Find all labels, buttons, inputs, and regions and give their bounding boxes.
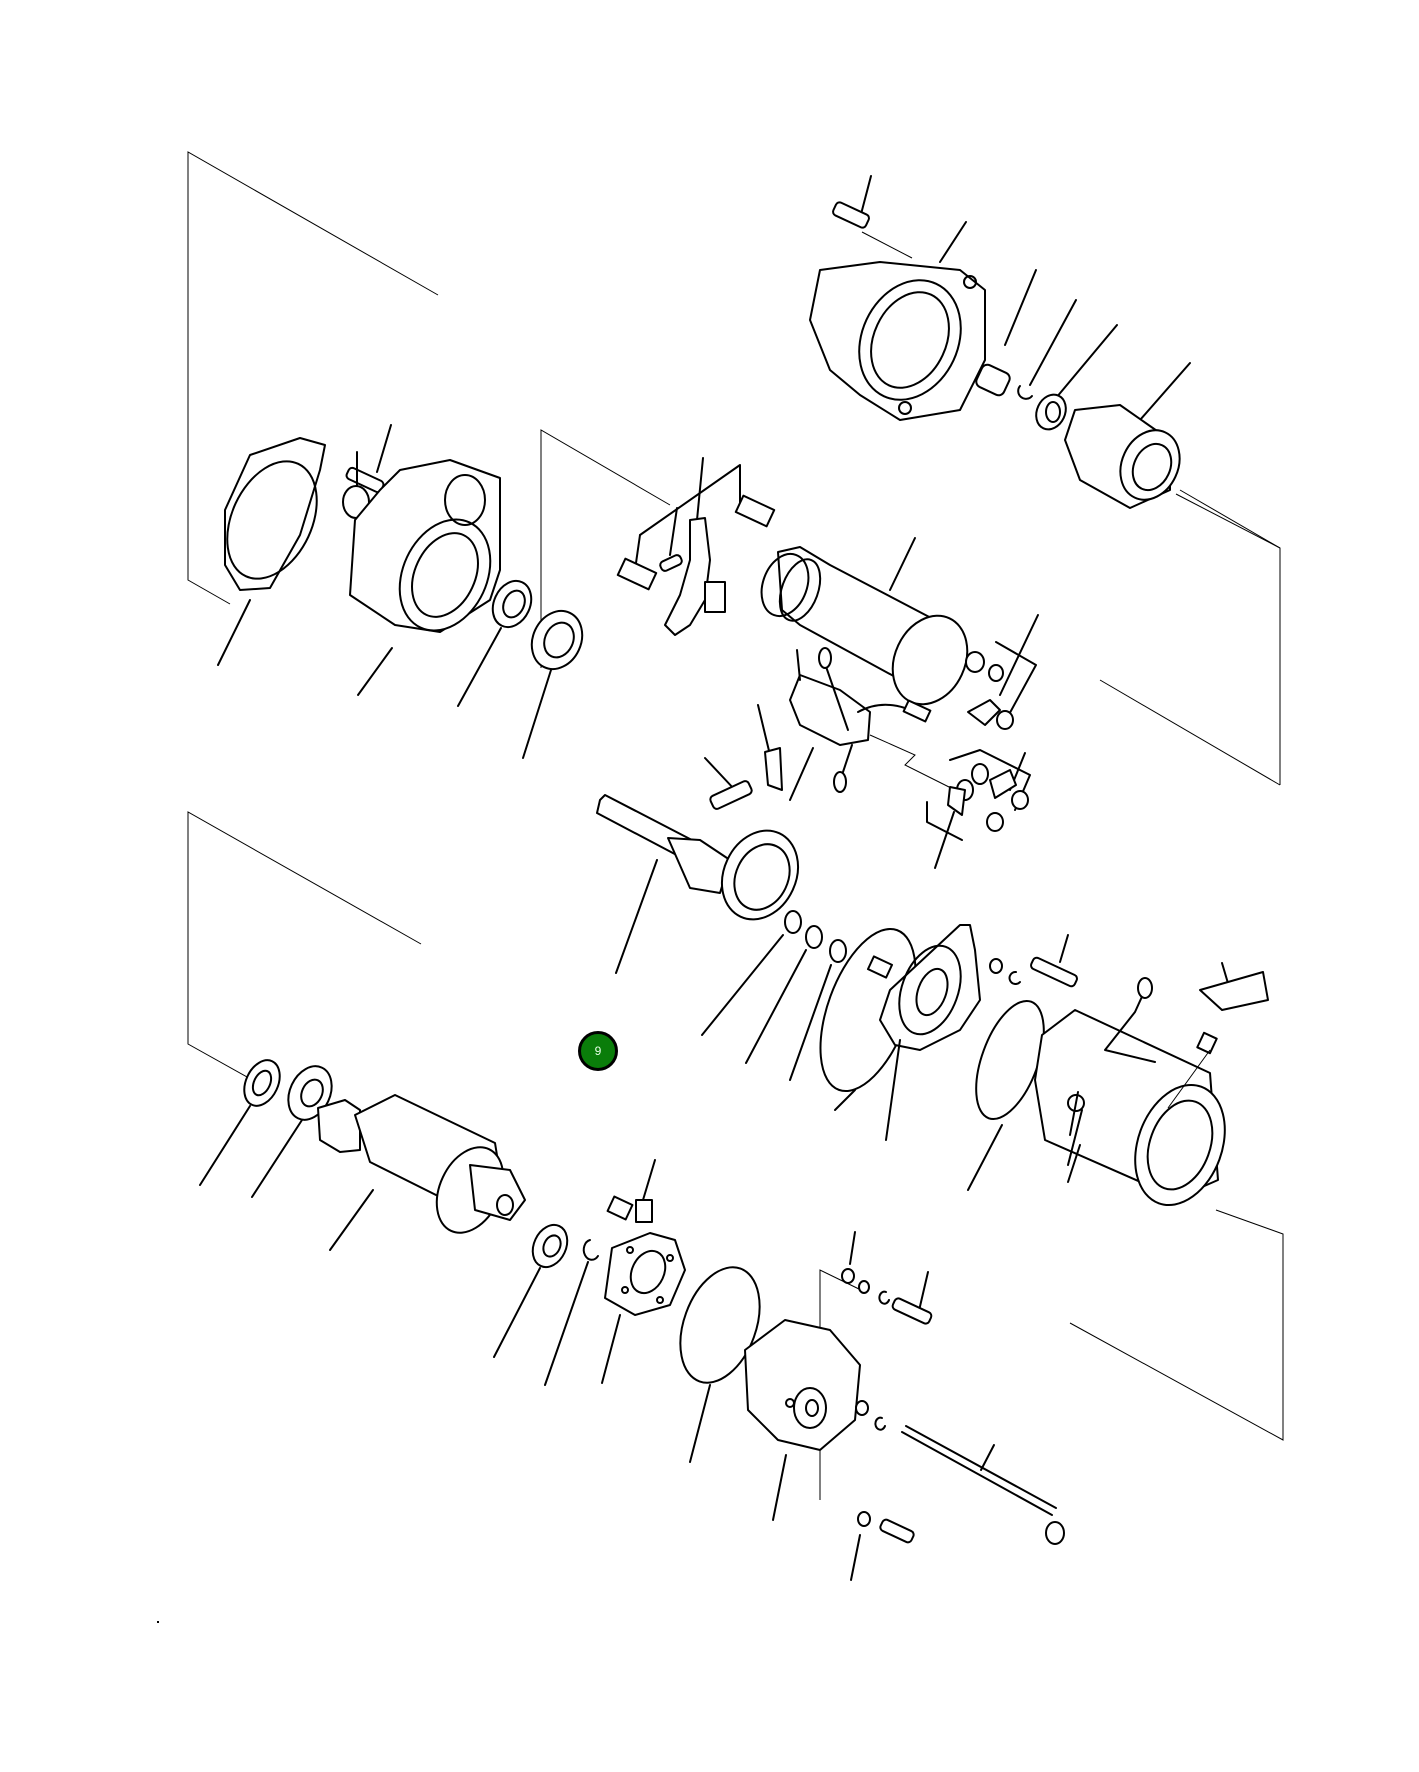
shaft-icon: [596, 794, 799, 921]
terminal-clip-icon: [1196, 1031, 1218, 1055]
washer-icon: [989, 958, 1003, 974]
callout-marker-9[interactable]: 9: [578, 1031, 618, 1071]
brush-holder-group: [601, 1159, 686, 1384]
guide-lines: [187, 151, 1284, 1500]
snap-ring-icon: [878, 1290, 890, 1305]
washer-icon: [857, 1511, 871, 1527]
gasket-icon: [224, 437, 326, 591]
terminal-icon: [989, 769, 1017, 799]
bearing-icon: [491, 579, 533, 629]
through-bolt-icon: [901, 1425, 1065, 1545]
bearing-icon: [530, 609, 584, 671]
center-bracket-group: [819, 924, 1078, 1141]
bolt-icon: [709, 780, 753, 810]
snap-ring-icon: [1008, 971, 1021, 985]
terminal-icon: [967, 699, 1001, 726]
rear-cover-icon: [744, 1319, 861, 1451]
collar-icon: [1035, 393, 1067, 431]
lever-fork-icon: [664, 517, 726, 636]
nut-icon: [996, 710, 1014, 730]
stray-dot: [157, 1621, 159, 1623]
nut-icon: [965, 651, 985, 673]
screw-icon: [879, 1518, 915, 1544]
bolt-icon: [1030, 956, 1078, 988]
washer-icon: [841, 1268, 855, 1284]
washer-icon: [829, 939, 847, 963]
bolt-icon: [832, 201, 870, 229]
drive-housing-icon: [809, 261, 986, 421]
washer-icon: [805, 925, 823, 949]
pin-icon: [659, 554, 683, 572]
bearing-icon: [531, 1223, 569, 1269]
center-bracket-icon: [866, 924, 981, 1051]
washer-icon: [858, 1280, 870, 1294]
callout-marker-label: 9: [594, 1044, 602, 1058]
switch-assembly-icon: [789, 647, 932, 793]
armature-group: [199, 1059, 599, 1386]
yoke-icon: [1034, 977, 1226, 1207]
armature-icon: [317, 1094, 526, 1234]
plate-icon: [734, 494, 776, 528]
o-ring-icon: [679, 1266, 761, 1384]
rear-cover-group: [679, 1231, 1065, 1581]
nut-icon: [971, 763, 989, 785]
snap-ring-icon: [874, 1416, 886, 1431]
solenoid-group: [704, 537, 1039, 869]
washer-icon: [243, 1059, 281, 1107]
nut-icon: [1011, 790, 1029, 810]
pinion-clutch-icon: [1064, 404, 1181, 509]
bolt-icon: [891, 1297, 933, 1325]
yoke-group: [967, 962, 1269, 1207]
terminal-icon: [947, 786, 966, 816]
nut-icon: [986, 812, 1004, 832]
lever-group: [616, 457, 776, 636]
solenoid-icon: [760, 546, 969, 706]
terminal-lead-icon: [1199, 971, 1269, 1011]
gear-housing-group: [217, 424, 584, 759]
bracket-icon: [764, 747, 783, 791]
snap-ring-icon: [582, 1239, 599, 1261]
gear-housing-icon: [349, 459, 501, 633]
drive-housing-group: [809, 175, 1281, 549]
washer-icon: [988, 664, 1004, 682]
drive-shaft-group: [596, 794, 847, 1081]
washer-icon: [855, 1400, 869, 1416]
clip-icon: [1017, 385, 1033, 400]
bushing-icon: [975, 363, 1011, 397]
brush-holder-icon: [604, 1232, 686, 1316]
washer-icon: [784, 910, 802, 934]
plate-icon: [616, 557, 658, 591]
brush-icon: [606, 1195, 653, 1223]
